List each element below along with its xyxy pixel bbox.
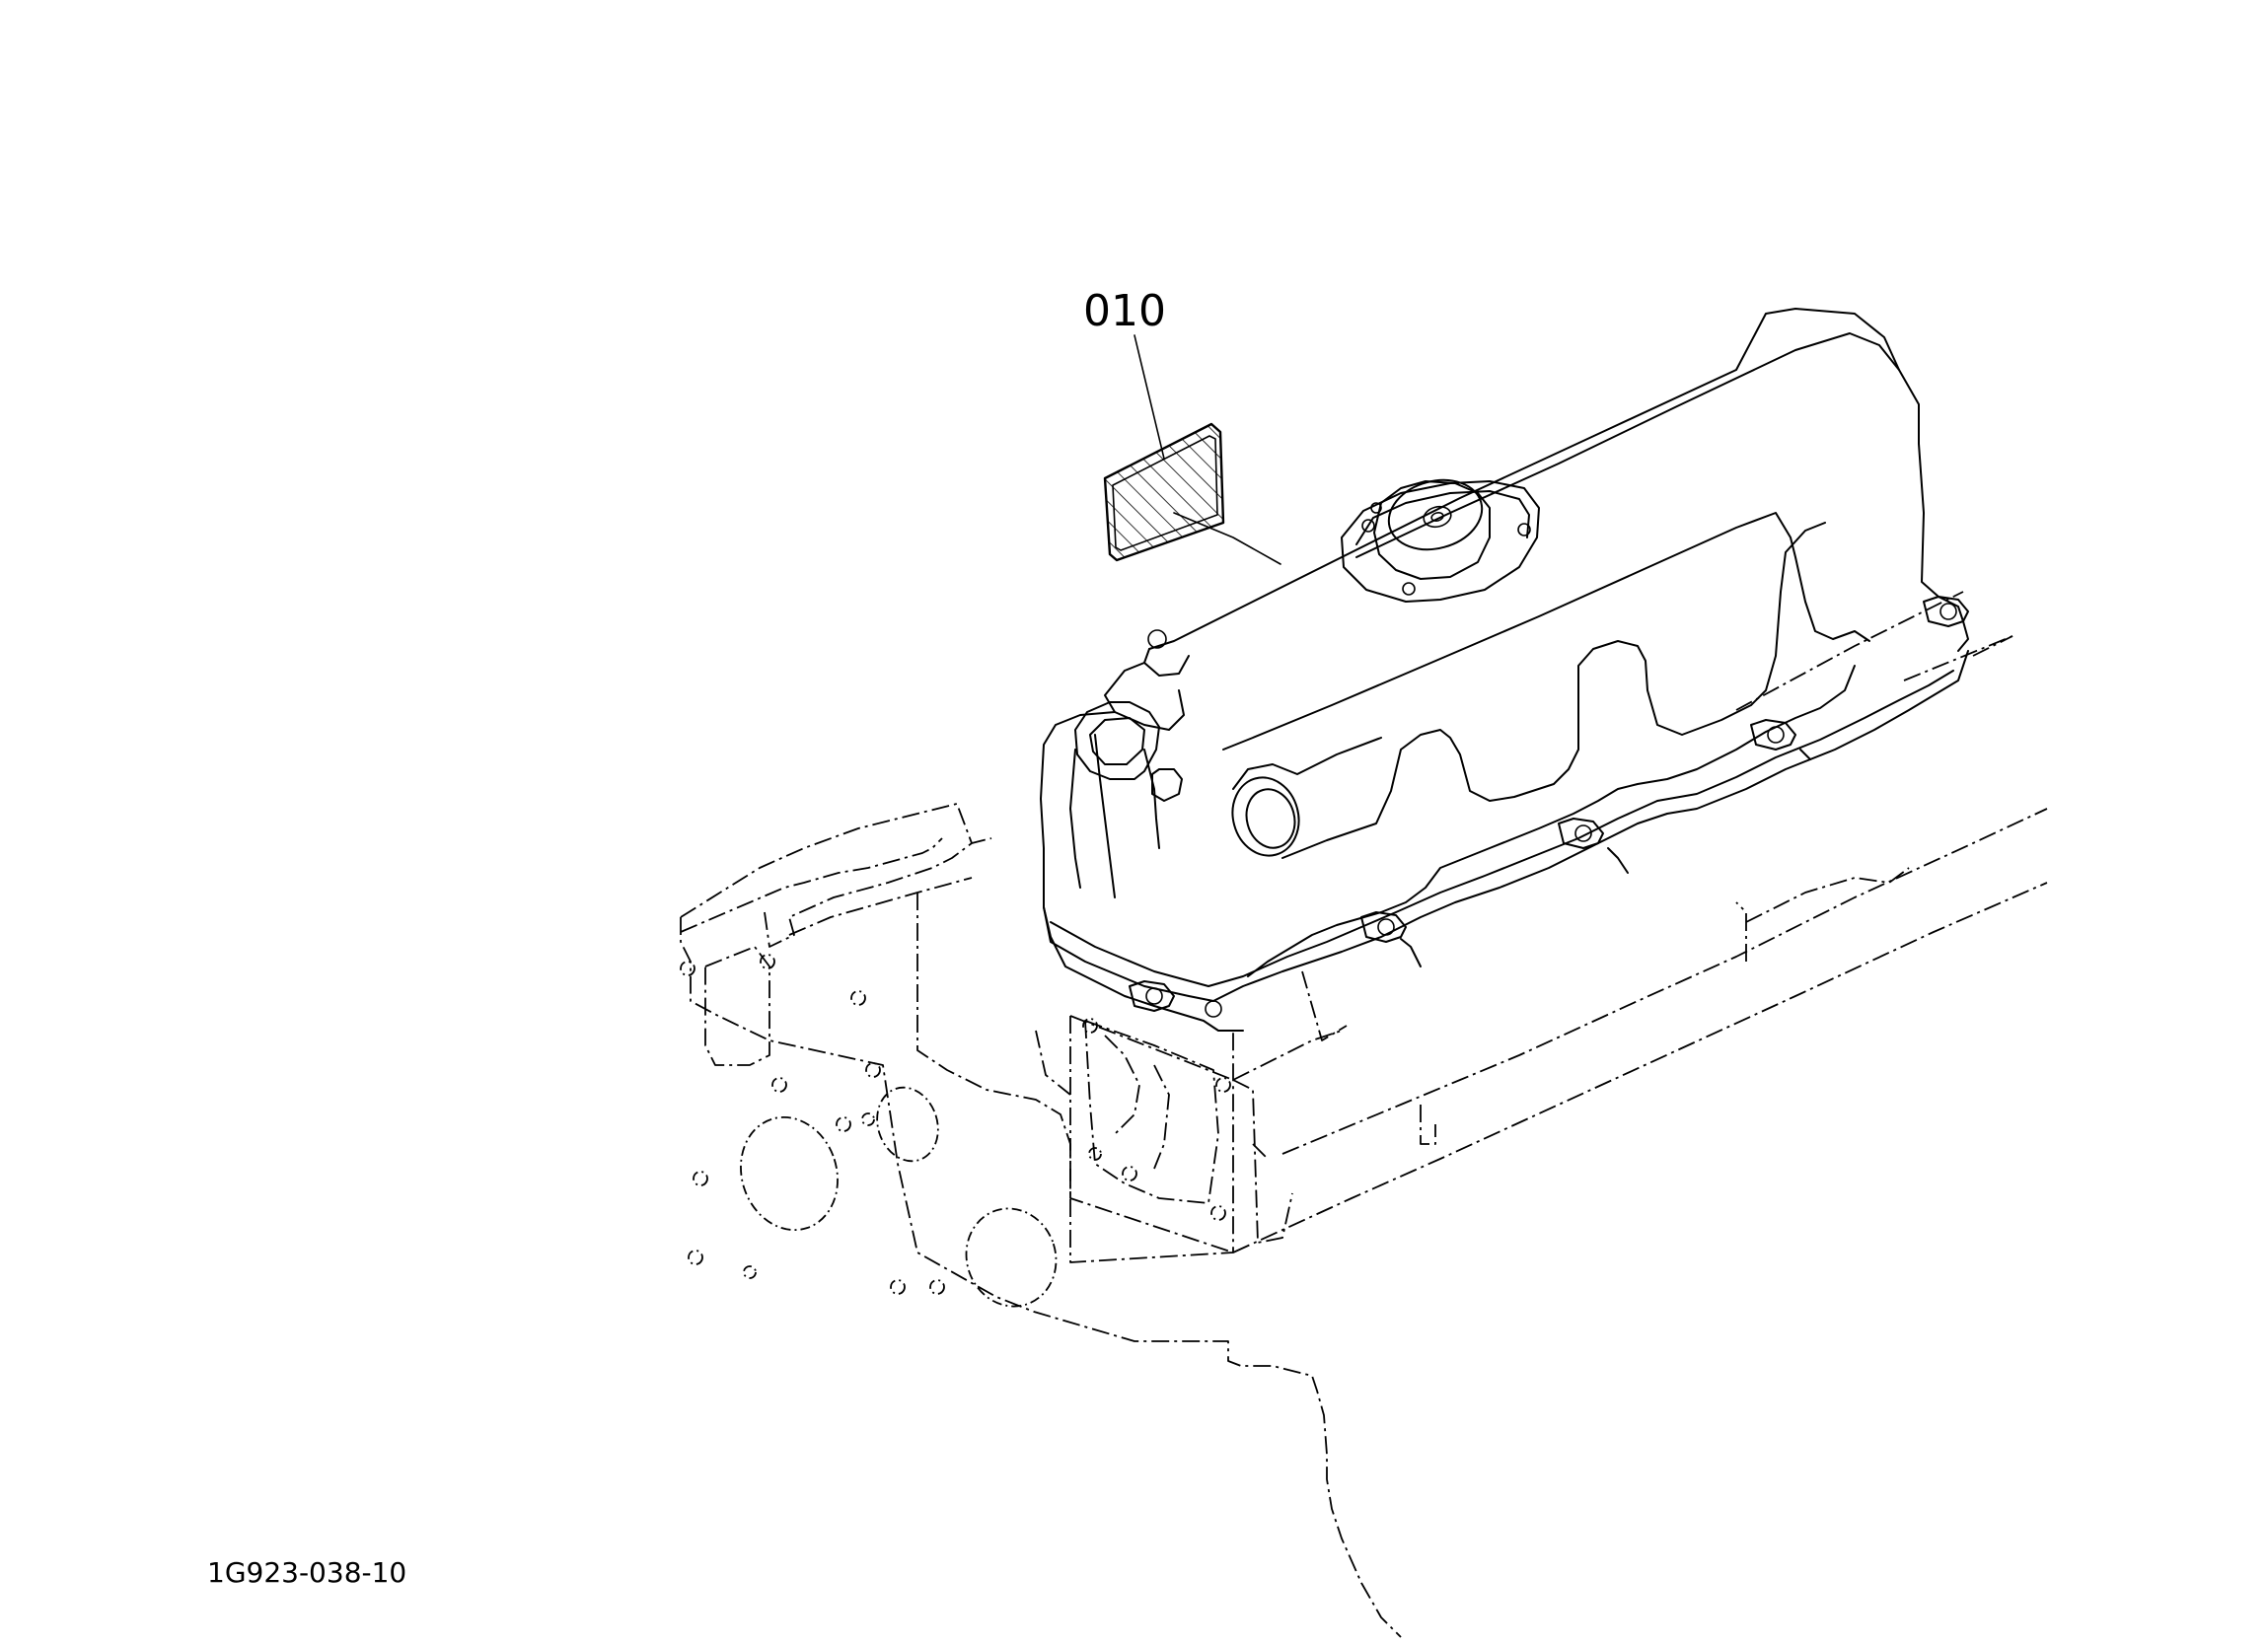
engine-block-phantom bbox=[680, 591, 2048, 1638]
cover-top-outline bbox=[1148, 308, 1969, 652]
part-010-label bbox=[1103, 334, 1281, 565]
side-port bbox=[1231, 776, 1300, 857]
drawing-code: 1G923-038-10 bbox=[207, 1556, 406, 1589]
callout-leader bbox=[1134, 334, 1165, 460]
cover-flange bbox=[1043, 650, 1969, 1002]
gear-case-plate-outline bbox=[680, 917, 1402, 1638]
oil-filler-cap bbox=[1373, 480, 1491, 580]
label-sticker bbox=[1103, 422, 1225, 562]
flange-bolt-holes bbox=[1129, 596, 1969, 1018]
filler-cap-flange bbox=[1341, 480, 1540, 603]
breather-outlet bbox=[1074, 701, 1160, 780]
callout-number: 010 bbox=[1083, 286, 1166, 336]
rocker-arm-cover bbox=[1040, 308, 1969, 1032]
